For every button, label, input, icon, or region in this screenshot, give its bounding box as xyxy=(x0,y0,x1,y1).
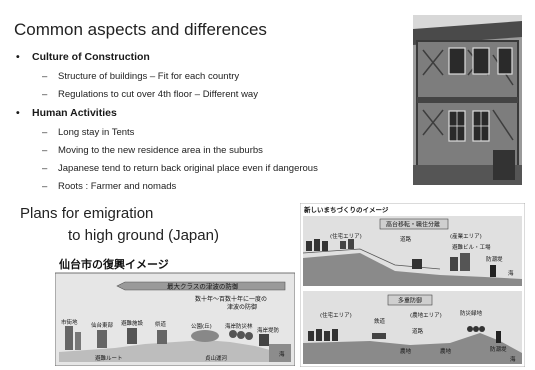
section-heading-text: Human Activities xyxy=(32,107,117,119)
bottom-label-farmland-area: (農地エリア) xyxy=(410,311,442,319)
list-item: –Roots : Farmer and nomads xyxy=(14,180,394,193)
bottom-label-disaster-green: 防災緑地 xyxy=(460,309,483,317)
sendai-reconstruction-diagram: 仙台市の復興イメージ 最大クラスの津波の防御 数十年～百数十年に一度の 津波の防… xyxy=(55,257,295,366)
bottom-label-sea: 海 xyxy=(510,355,516,363)
top-label-road: 道路 xyxy=(400,235,412,243)
top-label-seawall: 防潮堤 xyxy=(486,255,503,263)
dash-marker: – xyxy=(42,89,48,100)
bottom-label-road: 道路 xyxy=(412,327,424,335)
label-sea-left: 海 xyxy=(279,350,285,358)
list-item: –Structure of buildings – Fit for each c… xyxy=(14,70,394,83)
bottom-label-farmland-1: 農地 xyxy=(400,347,412,355)
list-item: –Long stay in Tents xyxy=(14,126,394,139)
bullet-list: •Culture of Construction –Structure of b… xyxy=(14,50,394,198)
slide-title: Common aspects and differences xyxy=(14,20,267,39)
left-arrow-label: 最大クラスの津波の防御 xyxy=(167,282,239,291)
top-box-label: 高台移転・職住分離 xyxy=(386,221,440,229)
emigration-title-line2: to high ground (Japan) xyxy=(68,227,219,244)
bottom-label-farmland-2: 農地 xyxy=(440,347,452,355)
list-item: –Regulations to cut over 4th floor – Dif… xyxy=(14,88,394,101)
list-item-text: Japanese tend to return back original pl… xyxy=(58,163,318,174)
right-diagram-title: 新しいまちづくりのイメージ xyxy=(304,205,389,214)
section-heading-text: Culture of Construction xyxy=(32,51,150,63)
label-evacuation-route: 避難ルート xyxy=(95,354,123,362)
bullet-dot: • xyxy=(16,51,20,63)
list-item-text: Moving to the new residence area in the … xyxy=(58,145,263,156)
left-note-line2: 津波の防御 xyxy=(227,303,257,311)
top-label-industrial: (産業エリア) xyxy=(450,232,482,240)
list-item: –Japanese tend to return back original p… xyxy=(14,162,394,175)
dash-marker: – xyxy=(42,127,48,138)
label-teizan-canal: 貞山運河 xyxy=(205,354,228,362)
dash-marker: – xyxy=(42,71,48,82)
label-prefectural-road: 県道 xyxy=(155,320,167,328)
left-note-line1: 数十年～百数十年に一度の xyxy=(195,295,267,303)
town-planning-diagram: 新しいまちづくりのイメージ 高台移転・職住分離 (住宅エリア) (産業エリア) … xyxy=(300,203,525,367)
top-label-evacuation-building: 避難ビル・工場 xyxy=(452,243,491,251)
dash-marker: – xyxy=(42,163,48,174)
top-label-sea: 海 xyxy=(508,269,514,277)
list-item-text: Structure of buildings – Fit for each co… xyxy=(58,71,240,82)
label-sendai-east: 仙台東部 xyxy=(91,321,114,329)
list-item-text: Roots : Farmer and nomads xyxy=(58,181,177,192)
label-evacuation-facility: 避難施設 xyxy=(121,319,144,327)
section-heading-construction: • Culture of Construction xyxy=(14,50,394,64)
bottom-label-railway: 鉄道 xyxy=(374,317,386,325)
bottom-label-residential: (住宅エリア) xyxy=(320,311,352,319)
list-item-text: Long stay in Tents xyxy=(58,127,135,138)
dash-marker: – xyxy=(42,145,48,156)
top-label-residential: (住宅エリア) xyxy=(330,232,362,240)
section-heading-human: • Human Activities xyxy=(14,106,394,120)
label-seawall: 海岸堤防 xyxy=(257,326,280,334)
bullet-dot: • xyxy=(16,107,20,119)
label-coastal-forest: 海岸防災林 xyxy=(225,322,253,330)
bottom-box-label: 多重防御 xyxy=(398,297,422,305)
label-downtown: 市街地 xyxy=(61,318,78,326)
list-item-text: Regulations to cut over 4th floor – Diff… xyxy=(58,89,258,100)
list-item: –Moving to the new residence area in the… xyxy=(14,144,394,157)
dash-marker: – xyxy=(42,181,48,192)
building-photo xyxy=(413,15,522,185)
label-park-hill: 公園(丘) xyxy=(191,323,212,330)
bottom-label-seawall: 防潮堤 xyxy=(490,345,507,353)
emigration-title-line1: Plans for emigration xyxy=(20,205,154,222)
left-diagram-title: 仙台市の復興イメージ xyxy=(59,257,169,271)
